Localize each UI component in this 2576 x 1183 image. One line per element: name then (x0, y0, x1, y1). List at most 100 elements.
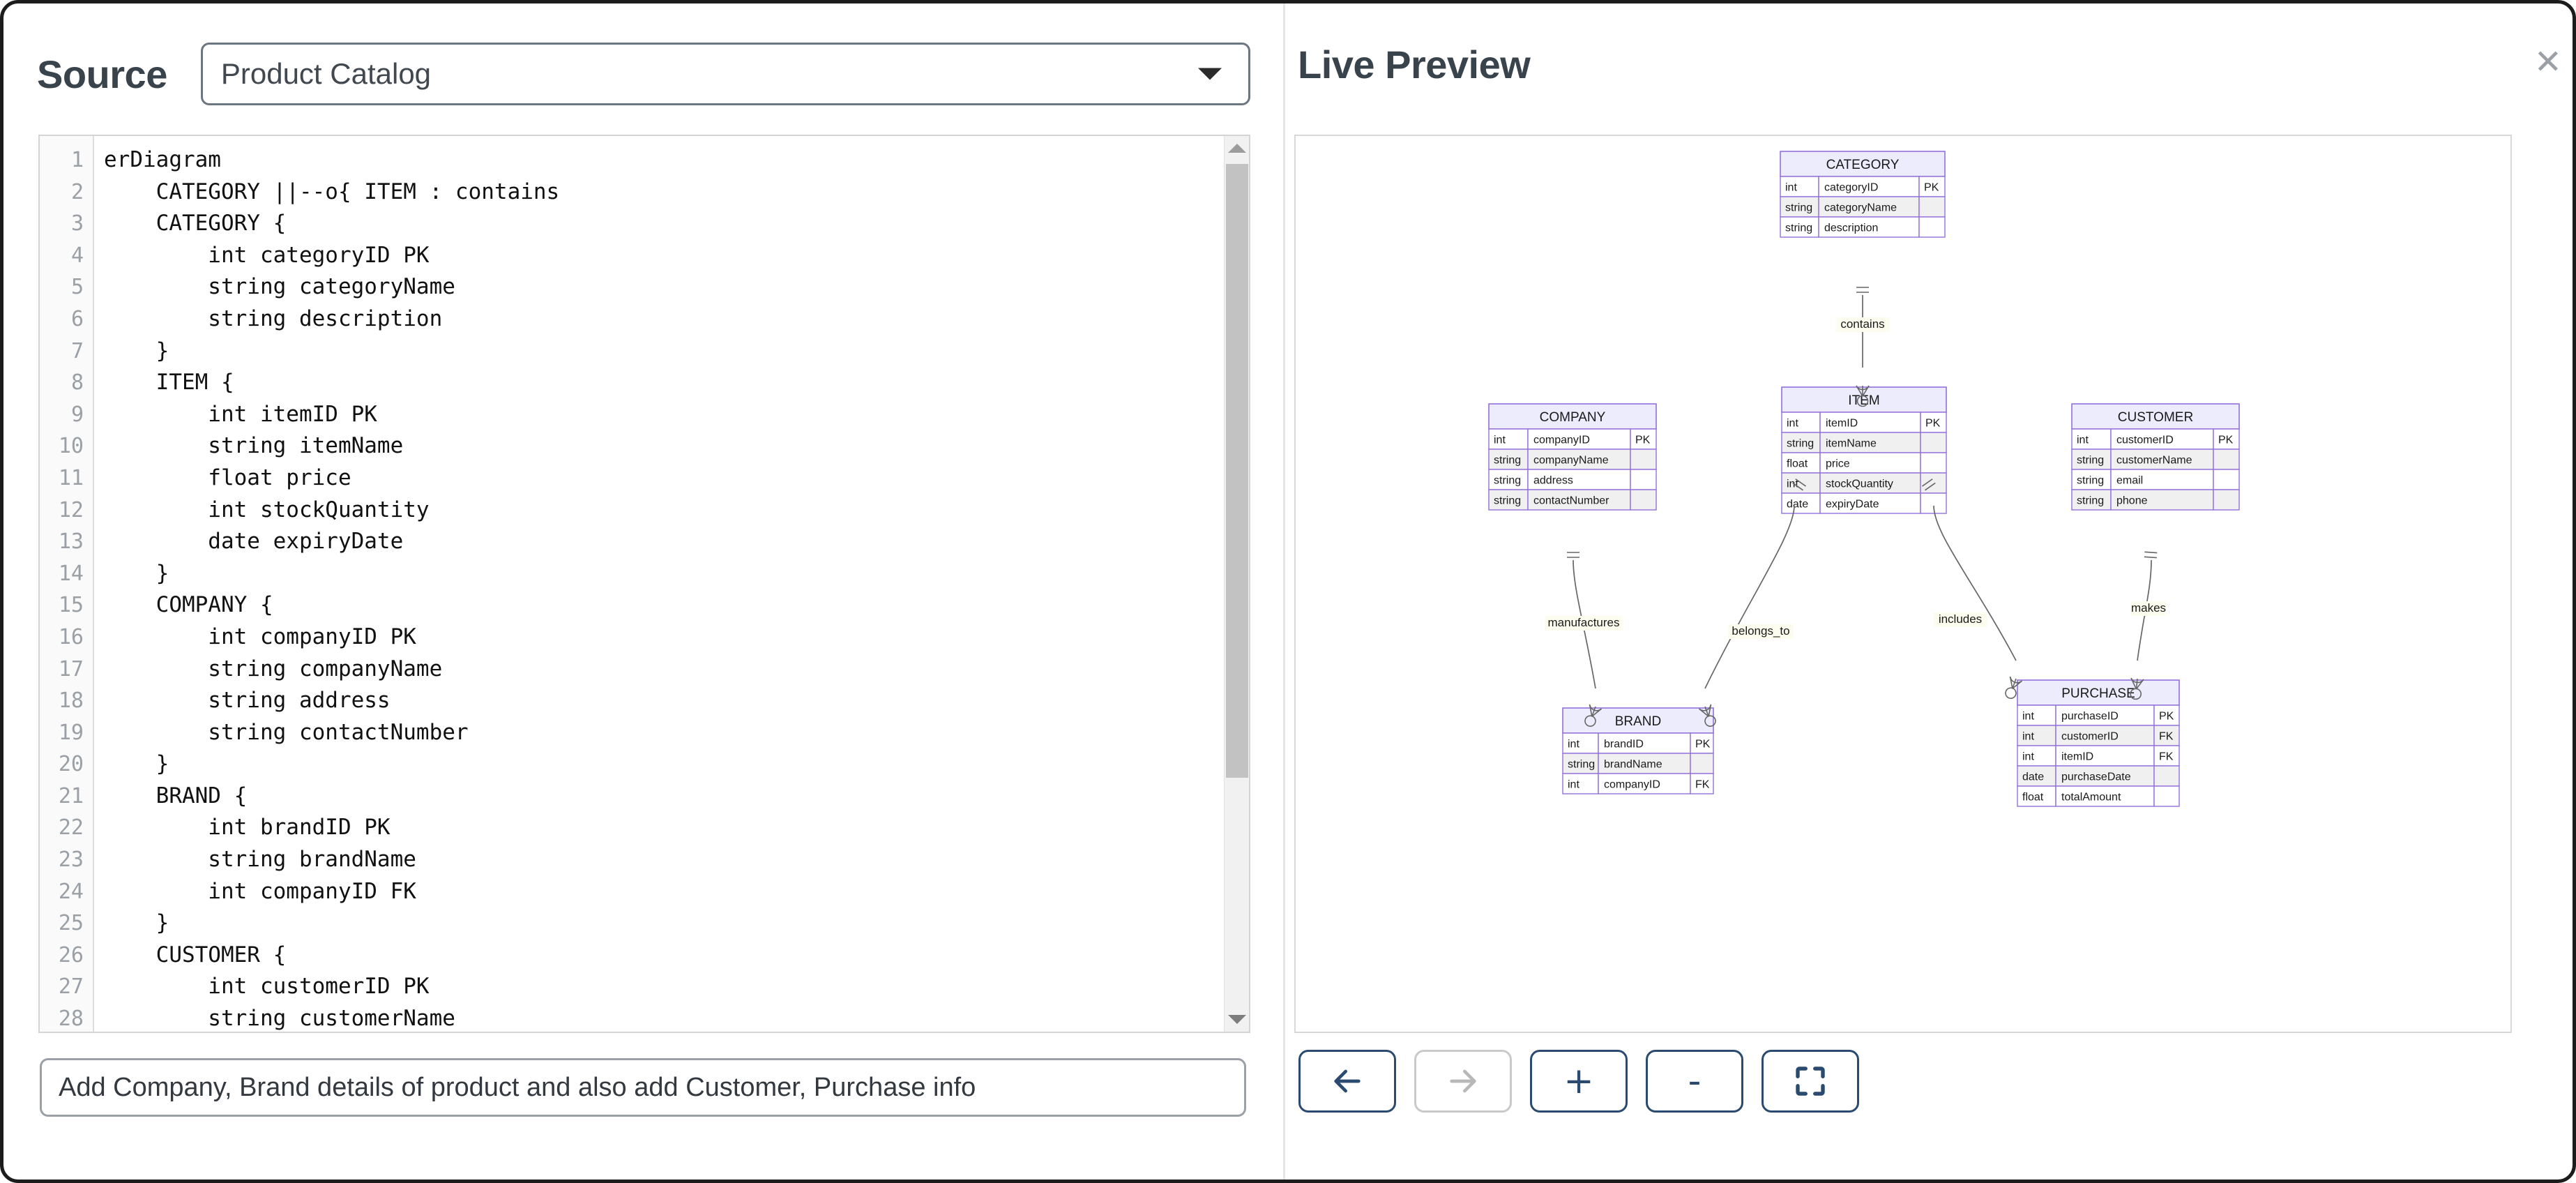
entity-header (2071, 403, 2240, 430)
relationship-label-bg (1933, 612, 1987, 627)
zoom-out-button[interactable]: - (1646, 1050, 1743, 1113)
svg-text:int: int (2022, 711, 2034, 723)
svg-text:int: int (1787, 479, 1798, 490)
svg-text:itemName: itemName (1826, 438, 1877, 450)
code-line[interactable]: int brandID PK (104, 815, 391, 841)
relationship-belongs_to: belongs_to (1699, 479, 1807, 727)
fullscreen-button[interactable] (1761, 1050, 1859, 1113)
line-number: 26 (58, 942, 84, 967)
relationship-label-bg (1835, 317, 1890, 332)
svg-text:phone: phone (2116, 495, 2148, 507)
code-line[interactable]: int customerID PK (104, 974, 430, 1000)
code-line[interactable]: CUSTOMER { (104, 942, 287, 967)
close-icon[interactable]: ✕ (2533, 43, 2562, 82)
code-line[interactable]: CATEGORY { (104, 211, 287, 236)
svg-text:int: int (1785, 182, 1797, 194)
code-line[interactable]: string brandName (104, 847, 416, 873)
svg-text:FK: FK (1695, 779, 1710, 791)
zoom-in-button[interactable]: + (1530, 1050, 1628, 1113)
forward-button (1414, 1050, 1512, 1113)
code-line[interactable]: string contactNumber (104, 719, 469, 745)
relationship-makes: makes (2130, 551, 2167, 700)
relationship-edge (1933, 505, 2017, 661)
code-line[interactable]: string companyName (104, 656, 443, 681)
arrow-left-icon (1334, 1069, 1361, 1093)
back-button[interactable] (1298, 1050, 1396, 1113)
svg-text:FK: FK (2159, 731, 2174, 743)
line-number: 27 (58, 974, 84, 1000)
relationship-contains: contains (1835, 287, 1890, 407)
cardinality-zero-or-many (2005, 676, 2022, 699)
code-line[interactable]: int companyID FK (104, 878, 416, 904)
source-select[interactable]: Product Catalog (200, 43, 1250, 105)
code-line[interactable]: date expiryDate (104, 529, 404, 555)
svg-text:int: int (2077, 435, 2089, 446)
line-number: 16 (58, 624, 84, 649)
preview-title: Live Preview (1298, 43, 1531, 86)
code-line[interactable]: } (104, 910, 169, 936)
code-line[interactable]: CATEGORY ||--o{ ITEM : contains (104, 179, 560, 204)
scrollbar-thumb[interactable] (1226, 164, 1248, 778)
code-line[interactable]: COMPANY { (104, 592, 273, 618)
svg-text:brandID: brandID (1604, 739, 1644, 751)
code-area[interactable]: erDiagram CATEGORY ||--o{ ITEM : contain… (94, 136, 1249, 1032)
svg-text:companyID: companyID (1604, 779, 1660, 791)
line-number: 25 (58, 911, 84, 936)
fullscreen-icon (1796, 1067, 1825, 1096)
code-line[interactable]: } (104, 338, 169, 363)
svg-text:customerName: customerName (2116, 455, 2192, 467)
code-line[interactable]: string itemName (104, 433, 404, 459)
scroll-down-arrow-icon[interactable] (1227, 1015, 1246, 1024)
relationship-label-bg (2130, 601, 2167, 616)
scroll-up-arrow-icon[interactable] (1227, 144, 1246, 153)
svg-text:description: description (1824, 223, 1878, 234)
code-line[interactable]: BRAND { (104, 783, 248, 808)
svg-text:address: address (1533, 475, 1573, 487)
code-line[interactable]: int companyID PK (104, 624, 416, 649)
code-line[interactable]: ITEM { (104, 370, 234, 395)
svg-text:string: string (1494, 495, 1521, 507)
code-line[interactable]: } (104, 751, 169, 777)
code-line[interactable]: erDiagram (104, 147, 221, 172)
svg-text:string: string (2077, 475, 2104, 487)
svg-text:string: string (1787, 438, 1814, 450)
code-line[interactable]: int itemID PK (104, 401, 377, 427)
svg-text:itemID: itemID (1826, 418, 1858, 430)
line-number: 5 (70, 275, 84, 300)
code-line[interactable]: float price (104, 465, 351, 490)
line-number: 4 (70, 243, 84, 268)
svg-text:expiryDate: expiryDate (1826, 499, 1879, 511)
code-line[interactable]: string address (104, 688, 391, 714)
svg-text:CUSTOMER: CUSTOMER (2118, 410, 2193, 425)
svg-text:purchaseDate: purchaseDate (2061, 771, 2131, 783)
code-line[interactable]: int stockQuantity (104, 497, 430, 522)
relationship-label-bg (1728, 624, 1794, 639)
plus-icon: + (1563, 1060, 1594, 1102)
code-line[interactable]: } (104, 560, 169, 586)
line-number: 2 (70, 179, 84, 204)
code-line[interactable]: string categoryName (104, 274, 455, 300)
relationship-includes: includes (1921, 479, 2022, 699)
code-line[interactable]: int categoryID PK (104, 242, 430, 268)
code-line[interactable]: string customerName (104, 1006, 455, 1032)
prompt-input[interactable]: Add Company, Brand details of product an… (40, 1058, 1246, 1117)
svg-text:categoryName: categoryName (1824, 202, 1897, 214)
code-line[interactable]: string description (104, 306, 443, 331)
cardinality-zero-or-many (2130, 677, 2144, 700)
editor-scrollbar[interactable] (1224, 136, 1249, 1032)
line-number: 9 (70, 402, 84, 427)
